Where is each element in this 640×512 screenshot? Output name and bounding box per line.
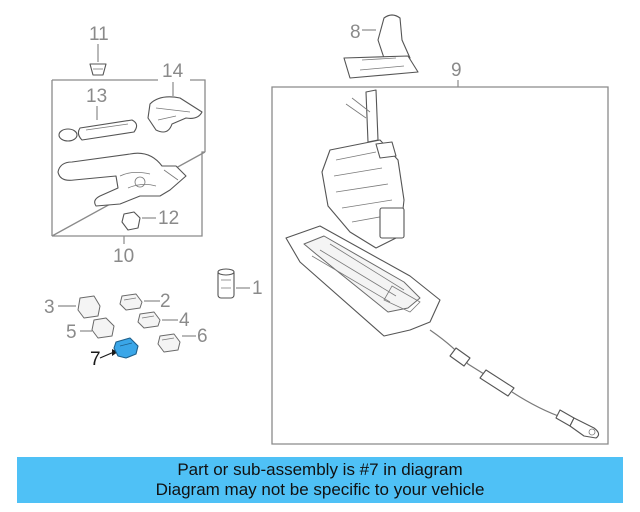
callout-11[interactable]: 11 bbox=[89, 24, 109, 45]
callout-10[interactable]: 10 bbox=[113, 246, 134, 267]
parts-diagram: 11 14 13 12 10 3 2 bbox=[44, 14, 609, 445]
part-2-switch[interactable] bbox=[119, 293, 143, 311]
callout-3[interactable]: 3 bbox=[44, 297, 55, 318]
part-5-switch[interactable] bbox=[91, 317, 115, 339]
info-banner: Part or sub-assembly is #7 in diagram Di… bbox=[17, 457, 623, 503]
part-7-switch-highlighted[interactable] bbox=[113, 337, 139, 359]
callout-7[interactable]: 7 bbox=[90, 349, 101, 370]
callout-12[interactable]: 12 bbox=[158, 208, 179, 229]
brake-group-frame bbox=[51, 79, 206, 237]
callout-13[interactable]: 13 bbox=[86, 86, 107, 107]
part-11-nut[interactable] bbox=[89, 63, 107, 76]
part-6-switch[interactable] bbox=[157, 333, 181, 353]
part-8-shift-boot[interactable] bbox=[343, 14, 419, 79]
shifter-base-tray bbox=[285, 225, 441, 337]
callout-4[interactable]: 4 bbox=[179, 310, 190, 331]
part-14-cover[interactable] bbox=[147, 96, 203, 133]
callout-8[interactable]: 8 bbox=[350, 22, 361, 43]
part-1-knob[interactable] bbox=[217, 268, 235, 299]
part-13-grip[interactable] bbox=[58, 119, 138, 142]
shifter-group-frame bbox=[271, 86, 609, 445]
callout-9[interactable]: 9 bbox=[451, 60, 462, 81]
callout-14[interactable]: 14 bbox=[162, 61, 184, 82]
part-4-switch[interactable] bbox=[137, 311, 161, 329]
callout-2[interactable]: 2 bbox=[160, 291, 171, 312]
callout-1[interactable]: 1 bbox=[252, 278, 263, 299]
callout-6[interactable]: 6 bbox=[197, 326, 208, 347]
banner-line-1: Part or sub-assembly is #7 in diagram bbox=[177, 460, 463, 479]
part-12-bracket[interactable] bbox=[121, 211, 141, 231]
shifter-mechanism bbox=[321, 89, 405, 249]
callout-5[interactable]: 5 bbox=[66, 322, 77, 343]
part-3-switch[interactable] bbox=[77, 295, 101, 319]
shift-cable bbox=[429, 329, 600, 439]
parking-brake-lever bbox=[57, 152, 187, 207]
banner-line-2: Diagram may not be specific to your vehi… bbox=[155, 480, 485, 499]
